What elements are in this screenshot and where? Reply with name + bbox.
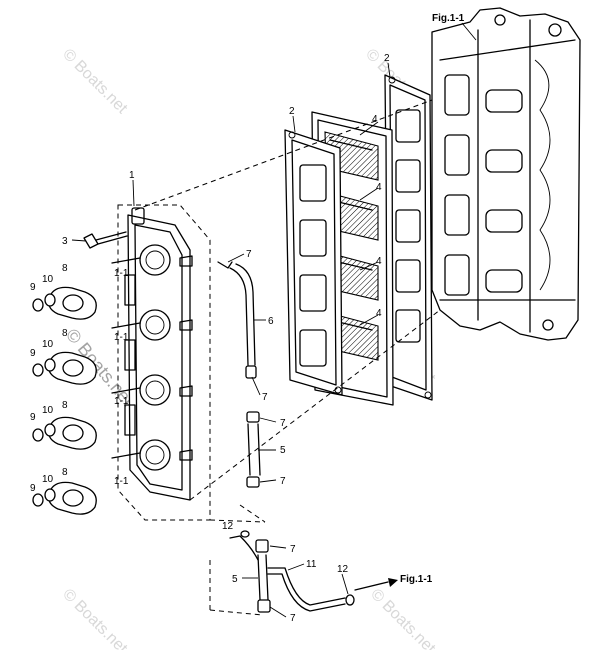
callout-8: 8 — [62, 400, 68, 411]
callout-1-1: 1-1 — [114, 332, 129, 343]
callout-5: 5 — [280, 445, 286, 456]
callout-4: 4 — [376, 256, 382, 267]
callout-1-1: 1-1 — [114, 396, 129, 407]
callout-9: 9 — [30, 282, 36, 293]
callout-10: 10 — [42, 474, 54, 485]
leader-lines — [71, 62, 391, 618]
callout-5: 5 — [232, 574, 238, 585]
callout-labels: 1 2 2 3 4 4 4 4 5 5 6 7 7 7 7 7 7 8 8 8 … — [30, 53, 390, 624]
callout-9: 9 — [30, 412, 36, 423]
watermark-text: © Boats.net — [59, 586, 131, 650]
callout-9: 9 — [30, 348, 36, 359]
callout-7: 7 — [280, 476, 286, 487]
callout-10: 10 — [42, 339, 54, 350]
callout-1-1: 1-1 — [114, 476, 129, 487]
callout-8: 8 — [62, 328, 68, 339]
callout-4: 4 — [376, 308, 382, 319]
clip-12 — [240, 530, 250, 538]
callout-12: 12 — [337, 564, 349, 575]
arrow-line — [354, 581, 389, 591]
callout-11: 11 — [306, 559, 317, 570]
hose-11 — [267, 567, 355, 612]
callout-1: 1 — [129, 170, 135, 181]
hose-6 — [217, 261, 257, 379]
callout-4: 4 — [372, 114, 378, 125]
washer-nut-group — [32, 293, 56, 507]
callout-6: 6 — [268, 316, 274, 327]
callout-4: 4 — [376, 182, 382, 193]
gasket-left — [284, 129, 343, 396]
callout-9: 9 — [30, 483, 36, 494]
callout-12: 12 — [222, 521, 234, 532]
callout-2: 2 — [289, 106, 295, 117]
callout-10: 10 — [42, 405, 54, 416]
callout-7: 7 — [262, 392, 268, 403]
callout-7: 7 — [290, 613, 296, 624]
callout-3: 3 — [62, 236, 68, 247]
arrow-head — [388, 578, 398, 587]
callout-8: 8 — [62, 263, 68, 274]
callout-7: 7 — [290, 544, 296, 555]
bolt — [83, 231, 128, 249]
callout-7: 7 — [246, 249, 252, 260]
figure-ref-bottom: Fig.1-1 — [400, 574, 433, 585]
figure-ref-top: Fig.1-1 — [432, 13, 465, 24]
callout-2: 2 — [384, 53, 390, 64]
stud-group — [111, 257, 141, 459]
callout-10: 10 — [42, 274, 54, 285]
callout-8: 8 — [62, 467, 68, 478]
watermark-text: © Boats.net — [367, 586, 439, 650]
hose-5-lower — [209, 504, 271, 616]
gasket-8-group — [47, 286, 97, 515]
callout-1-1: 1-1 — [114, 268, 129, 279]
hose-5-upper — [246, 411, 261, 488]
watermark-text: © Boats.net — [59, 46, 131, 118]
callout-7: 7 — [280, 418, 286, 429]
crankcase-block — [431, 7, 581, 341]
intake-manifold — [117, 204, 211, 521]
